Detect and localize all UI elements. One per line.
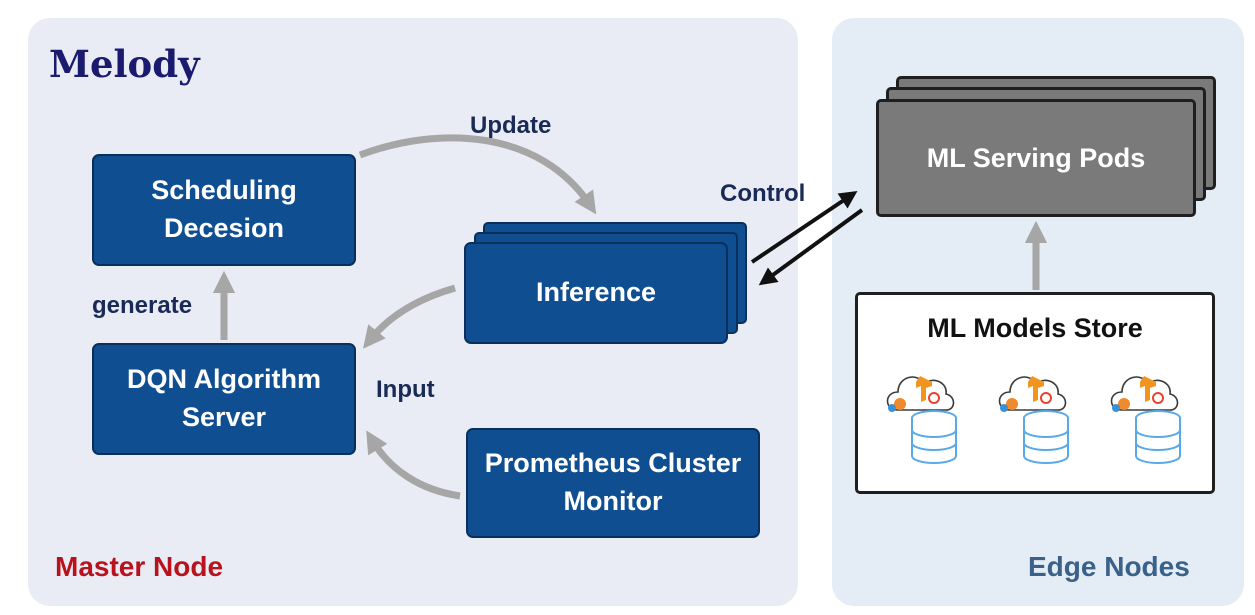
scheduling-decision-box: Scheduling Decesion bbox=[92, 154, 356, 266]
cloud-database-icon bbox=[1110, 375, 1181, 464]
cloud-database-icon bbox=[998, 375, 1069, 464]
edge-nodes-label: Edge Nodes bbox=[1028, 551, 1190, 582]
master-node-label: Master Node bbox=[55, 551, 224, 582]
update-label: Update bbox=[470, 112, 552, 139]
prometheus-monitor-box: Prometheus Cluster Monitor bbox=[466, 428, 760, 538]
generate-label: generate bbox=[92, 292, 193, 319]
prometheus-to-dqn-arrow bbox=[366, 430, 461, 500]
input-label: Input bbox=[376, 376, 435, 403]
control-arrow-down bbox=[758, 208, 864, 286]
models-store-title: ML Models Store bbox=[927, 313, 1143, 343]
update-arrow bbox=[358, 134, 597, 215]
serving-pods-label: ML Serving Pods bbox=[926, 142, 1146, 173]
cloud-database-icon bbox=[886, 375, 957, 464]
dqn-server-box: DQN Algorithm Server bbox=[92, 343, 356, 455]
control-label: Control bbox=[720, 180, 806, 207]
scheduling-decision-label: Scheduling Decesion bbox=[151, 175, 297, 243]
diagram-title: Melody bbox=[49, 42, 200, 86]
inference-box: Inference bbox=[464, 242, 728, 344]
control-arrow-up bbox=[750, 190, 858, 264]
inference-label: Inference bbox=[535, 277, 657, 308]
prometheus-monitor-label: Prometheus Cluster Monitor bbox=[484, 448, 742, 516]
inference-to-dqn-arrow bbox=[362, 284, 456, 349]
dqn-server-label: DQN Algorithm Server bbox=[127, 364, 321, 432]
serving-pods-box: ML Serving Pods bbox=[876, 99, 1196, 217]
